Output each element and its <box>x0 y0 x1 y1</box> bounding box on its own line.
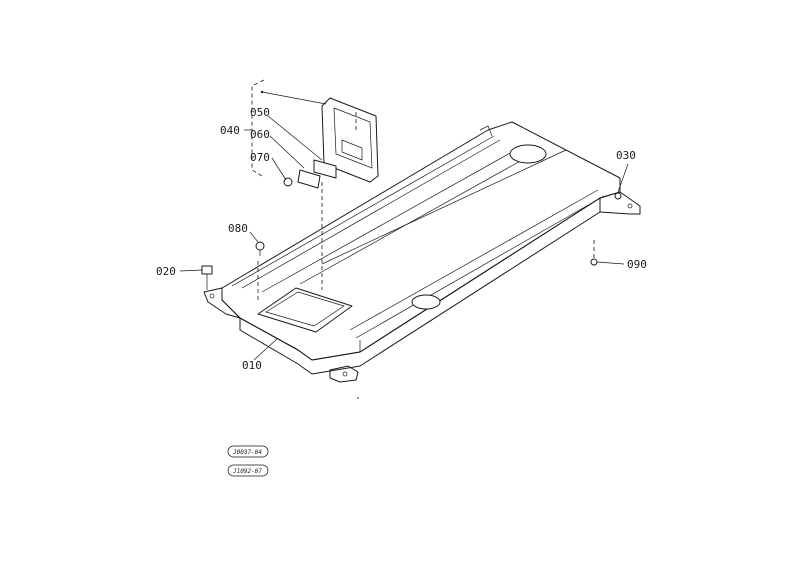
plate-070 <box>297 169 321 189</box>
floor-panel-round-hole-upper <box>509 144 547 164</box>
leader-090 <box>596 261 625 265</box>
floor-panel-opening-inner <box>265 291 345 327</box>
leader-050-top <box>261 91 327 105</box>
cover-plate-050-inner <box>333 107 373 169</box>
panel-rib-7 <box>355 195 605 339</box>
panel-rib-1 <box>231 135 495 287</box>
floor-panel <box>203 121 641 383</box>
panel-rib-6 <box>349 189 599 331</box>
leader-080 <box>249 231 259 243</box>
leader-lines <box>179 90 629 399</box>
right-flange-hole <box>627 203 633 209</box>
floor-panel-round-hole-lower <box>411 294 441 310</box>
leader-060 <box>269 135 305 169</box>
label-070: 070 <box>250 151 270 164</box>
cover-plate-050-latch <box>341 139 363 161</box>
leader-050 <box>267 115 323 161</box>
label-020: 020 <box>156 265 176 278</box>
panel-rib-5 <box>321 149 567 265</box>
bolt-020 <box>201 265 213 275</box>
screw-080 <box>255 241 265 251</box>
leader-020 <box>179 269 203 272</box>
bolt-030 <box>614 192 622 200</box>
cover-assembly <box>251 79 379 300</box>
label-030: 030 <box>616 149 636 162</box>
panel-rib-3 <box>261 151 513 293</box>
panel-rib-9 <box>479 125 493 137</box>
ref-stamp-1: J0037-04 <box>232 449 262 456</box>
label-050: 050 <box>250 106 270 119</box>
label-080: 080 <box>228 222 248 235</box>
panel-rib-4 <box>299 149 541 285</box>
cover-plate-050 <box>321 97 379 183</box>
panel-rib-2 <box>241 139 501 289</box>
leader-010 <box>253 337 279 361</box>
reference-stamps: J0037-04 J1092-07 <box>227 445 269 477</box>
label-040: 040 <box>220 124 240 137</box>
floor-panel-rear-tab <box>329 365 359 383</box>
ref-stamp-2-frame <box>227 464 269 477</box>
leader-dot <box>260 90 264 94</box>
ref-stamp-1-frame <box>227 445 269 458</box>
part-labels: 010 020 030 040 050 060 070 080 090 <box>156 106 647 372</box>
fasteners <box>201 192 622 290</box>
floor-panel-opening <box>257 287 353 333</box>
plate-060 <box>313 159 337 179</box>
leader-070 <box>271 157 287 181</box>
nut-090 <box>590 258 598 266</box>
stray-dot <box>357 397 359 399</box>
label-090: 090 <box>627 258 647 271</box>
label-060: 060 <box>250 128 270 141</box>
label-010: 010 <box>242 359 262 372</box>
ref-stamp-2: J1092-07 <box>232 468 262 475</box>
floor-panel-top-face <box>221 121 621 361</box>
left-flange-hole <box>209 293 215 299</box>
rear-tab-hole <box>342 371 348 377</box>
leader-030 <box>617 163 629 193</box>
